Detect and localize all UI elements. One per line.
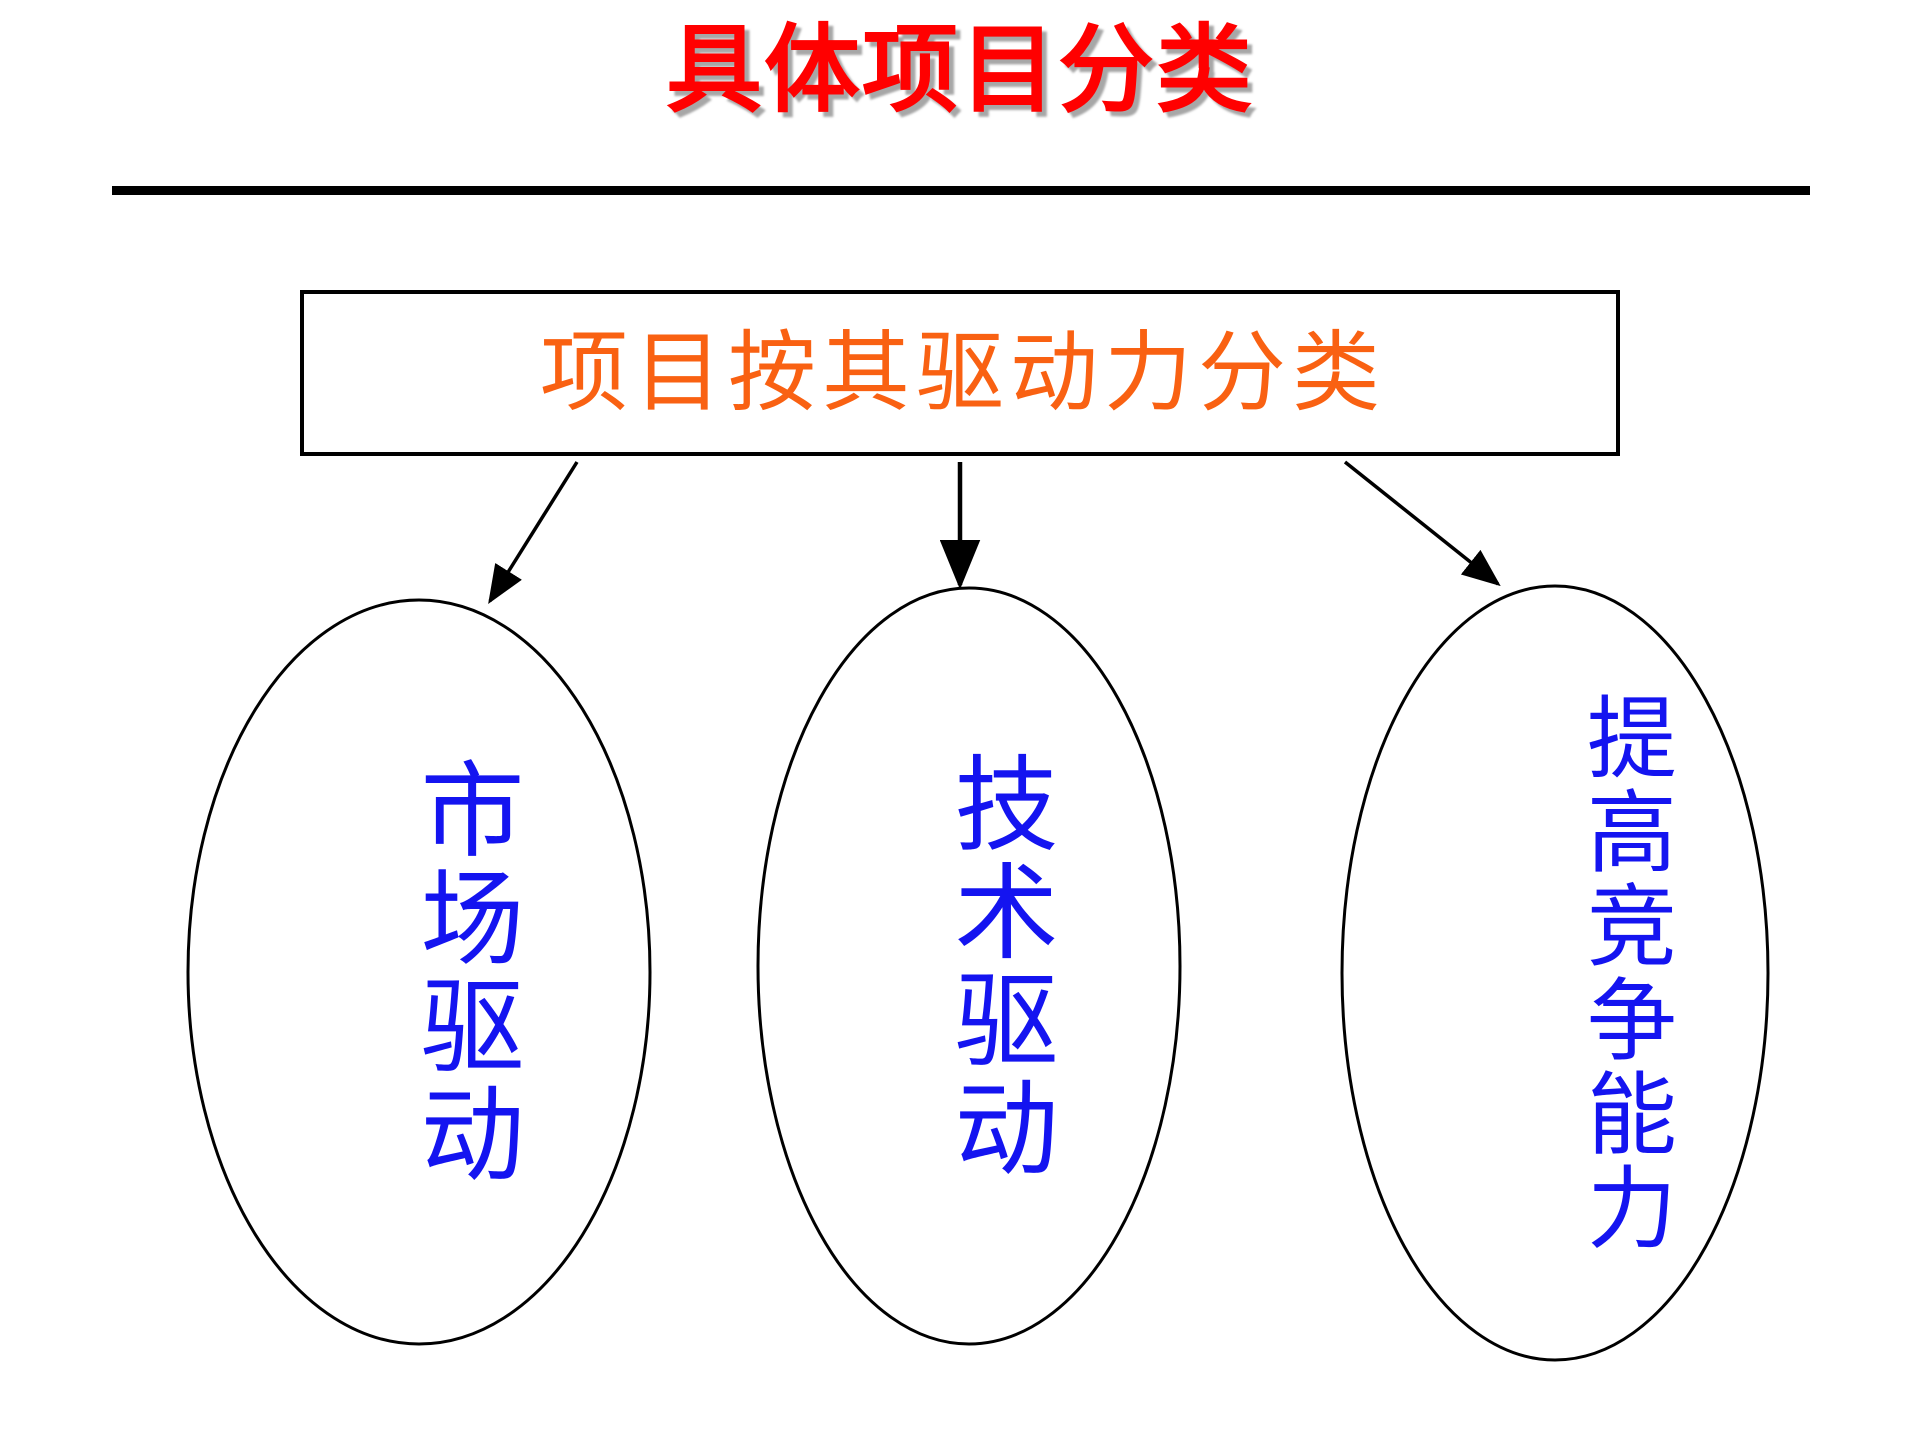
ellipse-shape-competitiveness (1340, 584, 1770, 1362)
root-node-label: 项目按其驱动力分类 (539, 321, 1386, 424)
title-divider (112, 186, 1810, 195)
page-title: 具体项目分类 (666, 13, 1254, 126)
branch-node-market-driven[interactable]: 市场驱动 (186, 598, 652, 1346)
connector-root-to-market (488, 461, 579, 604)
branch-node-competitiveness[interactable]: 提高竞争能力 (1340, 584, 1770, 1362)
branch-node-technology-driven[interactable]: 技术驱动 (756, 586, 1182, 1346)
connector-root-to-competitiveness (1343, 460, 1501, 587)
ellipse-shape-market (186, 598, 652, 1346)
root-node-box[interactable]: 项目按其驱动力分类 (300, 290, 1620, 456)
ellipse-shape-technology (756, 586, 1182, 1346)
